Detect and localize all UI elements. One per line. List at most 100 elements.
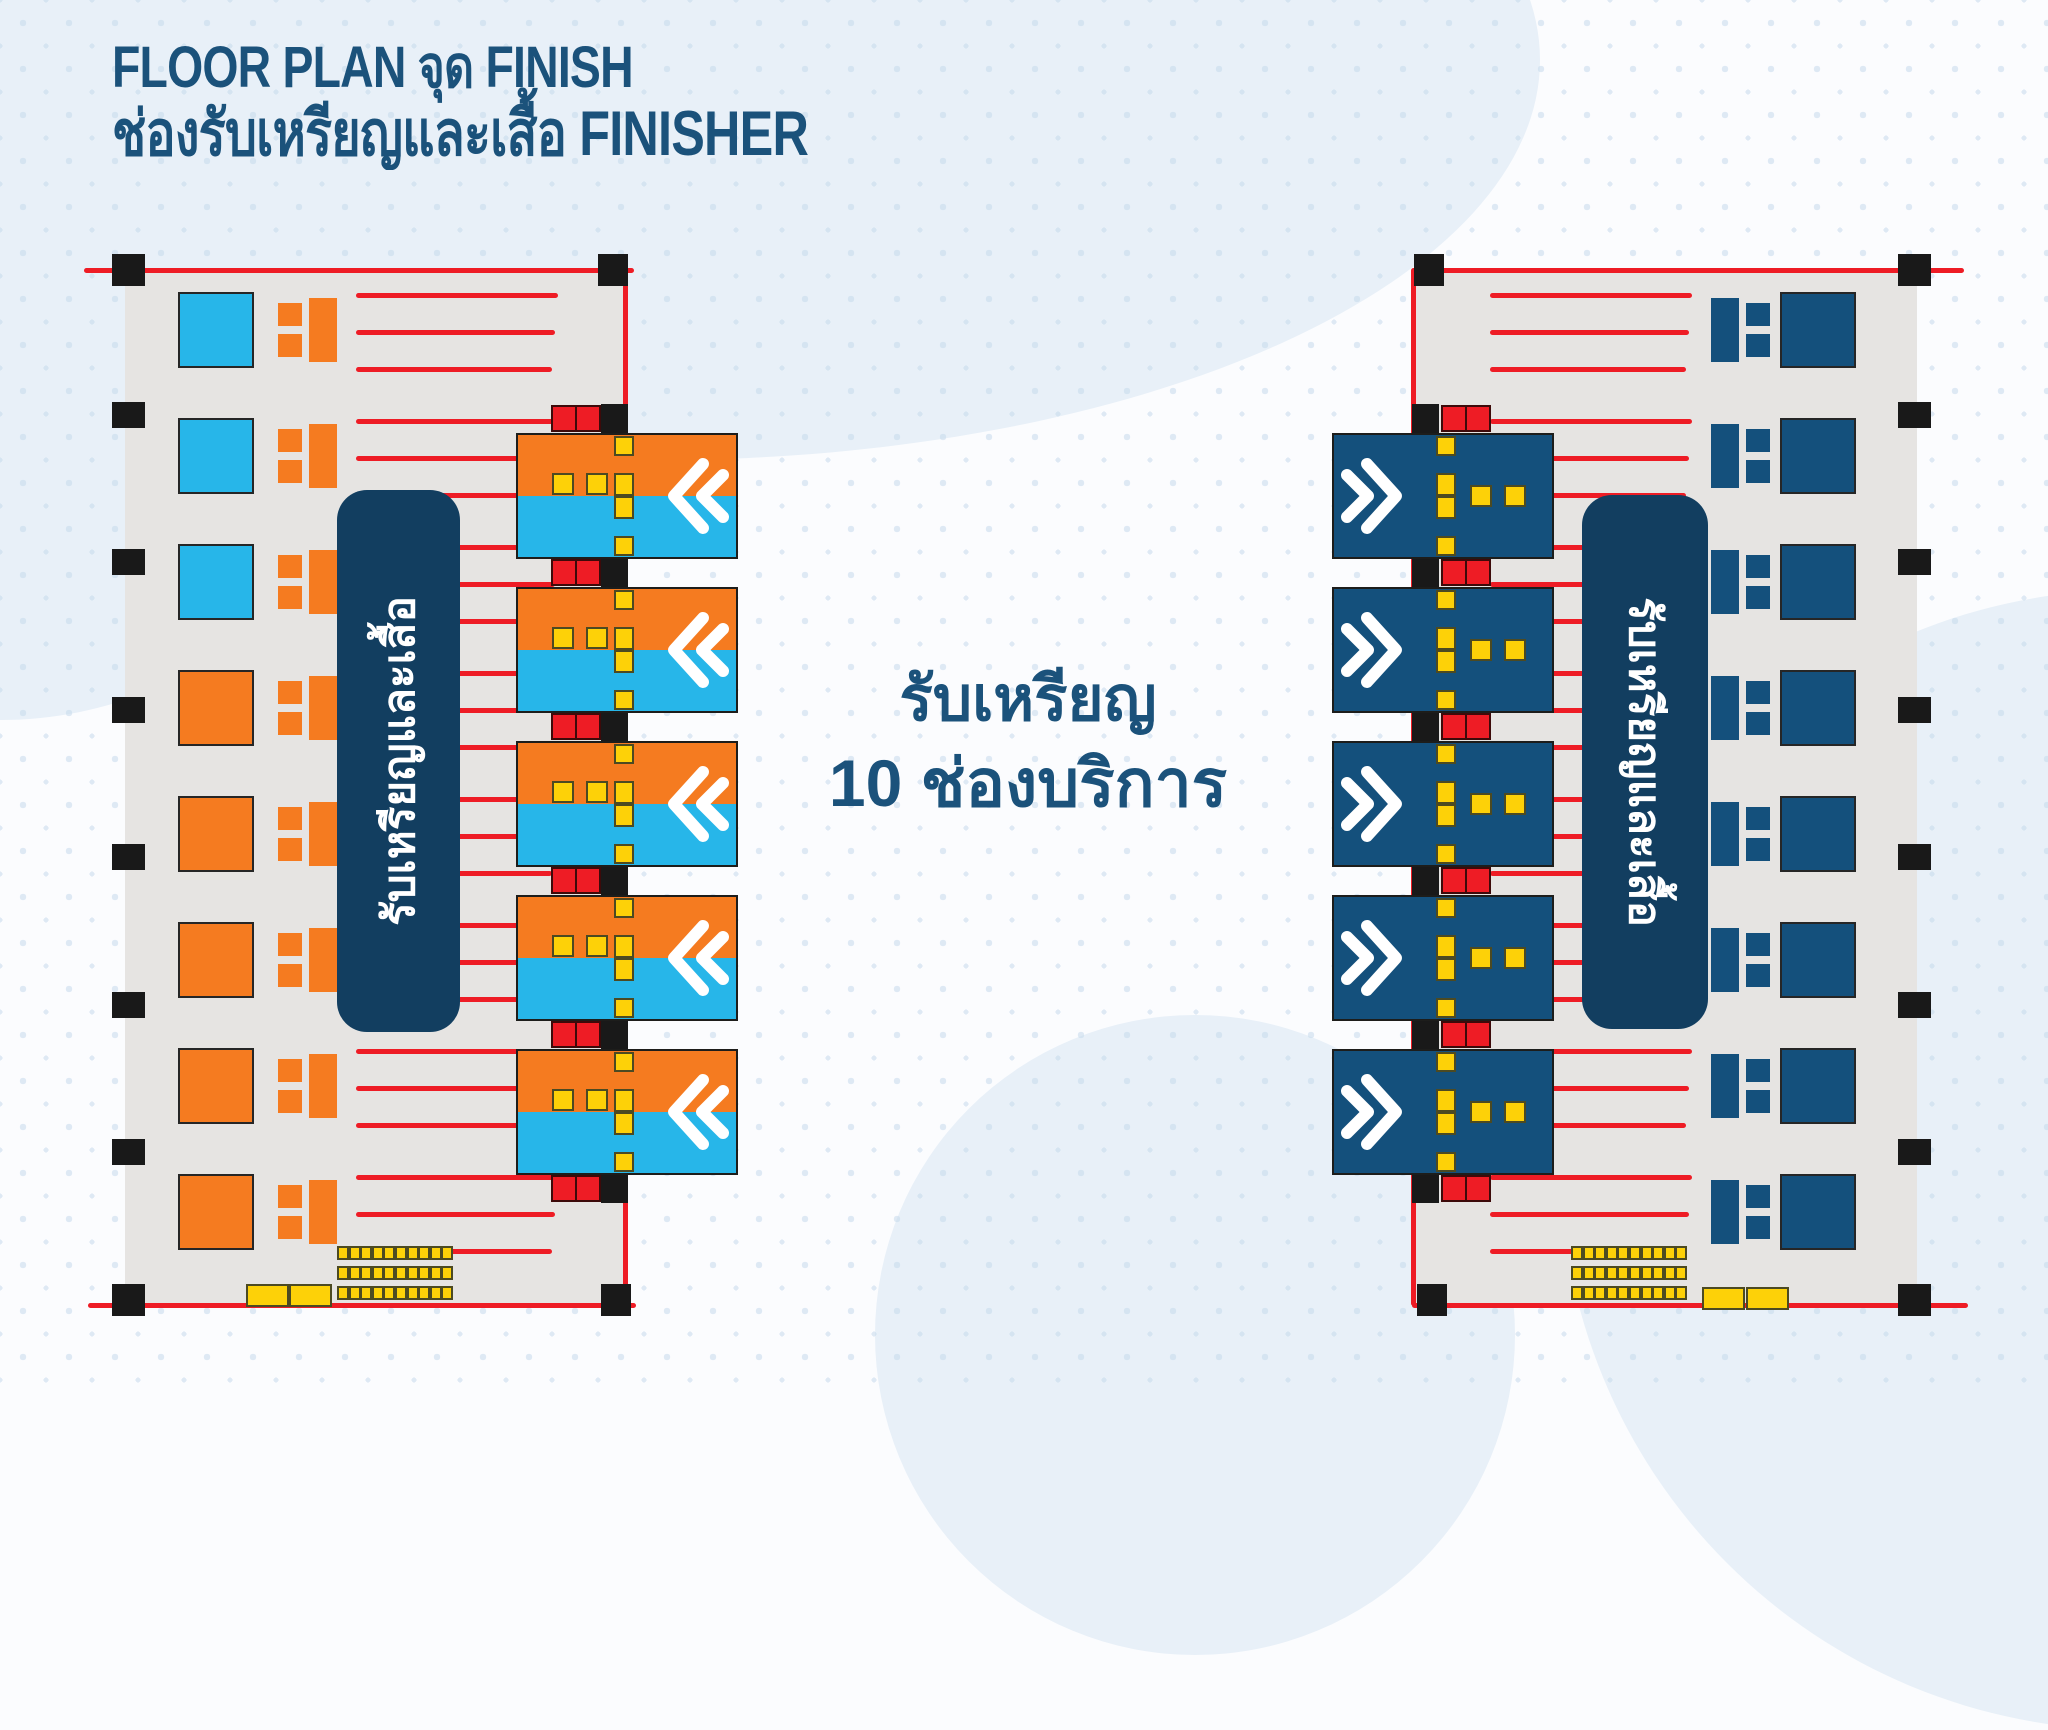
junction-red-cell xyxy=(577,407,599,430)
booth-yellow-col-right-1-0 xyxy=(1436,590,1456,610)
row-square-right-6 xyxy=(1780,1048,1856,1124)
row-tall-rect-left-6 xyxy=(309,1054,337,1118)
row-square-left-2 xyxy=(178,544,254,620)
row-square-left-5 xyxy=(178,922,254,998)
seat-grid-cell-right xyxy=(1594,1246,1607,1260)
seat-grid-cell-left xyxy=(360,1246,373,1260)
booth-yellow-col-right-1-3 xyxy=(1436,690,1456,710)
seat-grid-cell-left xyxy=(418,1266,431,1280)
row-small-square-b-right-0 xyxy=(1746,334,1770,357)
seat-grid-cell-right xyxy=(1617,1266,1630,1280)
page-title-line1: FLOOR PLAN จุด FINISH xyxy=(112,35,634,100)
booth-yellow-sq-left-4-1 xyxy=(586,1089,608,1111)
seat-grid-cell-left xyxy=(441,1246,454,1260)
row-small-square-b-left-3 xyxy=(278,712,302,735)
chevron-right-icon xyxy=(1341,458,1402,534)
seat-grid-cell-right xyxy=(1640,1266,1653,1280)
queue-line-left-6-2 xyxy=(356,1123,552,1128)
row-small-square-b-left-1 xyxy=(278,460,302,483)
corner-marker-right-0 xyxy=(1414,254,1444,286)
row-tall-rect-right-0 xyxy=(1711,298,1739,362)
queue-line-right-0-2 xyxy=(1490,367,1686,372)
row-small-square-a-right-0 xyxy=(1746,303,1770,326)
queue-line-right-0-1 xyxy=(1490,330,1689,335)
seat-grid-cell-left xyxy=(371,1266,384,1280)
junction-red-cell xyxy=(553,407,577,430)
seat-grid-cell-left xyxy=(348,1246,361,1260)
row-small-square-a-right-1 xyxy=(1746,429,1770,452)
seat-grid-cell-right xyxy=(1605,1246,1618,1260)
seat-grid-cell-right xyxy=(1571,1246,1583,1260)
junction-red-pair-left-5 xyxy=(551,1175,601,1202)
junction-red-cell xyxy=(553,1177,577,1200)
seat-grid-cell-left xyxy=(337,1266,349,1280)
seat-grid-cell-right xyxy=(1629,1286,1641,1300)
chevron-right-icon xyxy=(1341,1074,1402,1150)
booth-yellow-col-right-3-0 xyxy=(1436,898,1456,918)
junction-red-cell xyxy=(553,561,577,584)
seat-grid-cell-left xyxy=(337,1246,349,1260)
booth-yellow-col-right-0-3 xyxy=(1436,536,1456,556)
junction-black-right-4 xyxy=(1412,1020,1439,1049)
booth-yellow-col-left-3-1 xyxy=(614,935,634,958)
junction-black-left-2 xyxy=(601,712,628,741)
booth-yellow-sq-left-0-1 xyxy=(586,473,608,495)
row-small-square-a-left-0 xyxy=(278,303,302,326)
booth-yellow-col-left-0-1 xyxy=(614,473,634,496)
booth-yellow-col-right-2-1 xyxy=(1436,781,1456,804)
junction-red-cell xyxy=(1467,561,1489,584)
seat-grid-cell-right xyxy=(1571,1286,1583,1300)
survey-marker-left-5 xyxy=(112,992,145,1018)
row-square-left-3 xyxy=(178,670,254,746)
row-square-right-1 xyxy=(1780,418,1856,494)
booth-yellow-col-right-3-2 xyxy=(1436,958,1456,981)
queue-line-left-7-2 xyxy=(356,1249,552,1254)
queue-line-right-1-1 xyxy=(1490,456,1689,461)
chevron-left-icon xyxy=(668,920,729,996)
medal-shirt-banner-right: รับเหรียญและเสื้อ xyxy=(1582,495,1708,1029)
row-tall-rect-right-1 xyxy=(1711,424,1739,488)
row-small-square-a-right-2 xyxy=(1746,555,1770,578)
seat-grid-cell-right xyxy=(1640,1286,1653,1300)
row-square-left-7 xyxy=(178,1174,254,1250)
queue-line-right-6-1 xyxy=(1490,1086,1689,1091)
booth-yellow-col-left-2-3 xyxy=(614,844,634,864)
seat-grid-cell-left xyxy=(441,1266,454,1280)
booth-yellow-col-left-1-1 xyxy=(614,627,634,650)
booth-yellow-col-right-4-0 xyxy=(1436,1052,1456,1072)
queue-line-right-6-2 xyxy=(1490,1123,1686,1128)
booth-yellow-sq-left-2-1 xyxy=(586,781,608,803)
junction-red-pair-left-1 xyxy=(551,559,601,586)
row-small-square-a-left-5 xyxy=(278,933,302,956)
survey-marker-left-1 xyxy=(112,402,145,428)
page-title: FLOOR PLAN จุด FINISH ช่องรับเหรียญและเส… xyxy=(112,35,809,169)
queue-line-left-6-1 xyxy=(356,1086,555,1091)
seat-grid-cell-right xyxy=(1605,1286,1618,1300)
survey-marker-right-5 xyxy=(1898,992,1931,1018)
row-tall-rect-left-5 xyxy=(309,928,337,992)
center-note: รับเหรียญ 10 ช่องบริการ xyxy=(758,660,1298,826)
seat-grid-cell-left xyxy=(360,1286,373,1300)
row-tall-rect-left-1 xyxy=(309,424,337,488)
booth-yellow-col-left-1-2 xyxy=(614,650,634,673)
booth-yellow-col-left-3-3 xyxy=(614,998,634,1018)
bottom-yellow-table-right-1 xyxy=(1746,1287,1789,1310)
seat-grid-cell-right xyxy=(1663,1266,1676,1280)
seat-grid-cell-left xyxy=(348,1286,361,1300)
booth-yellow-sq-right-2-1 xyxy=(1504,793,1526,815)
row-small-square-b-left-4 xyxy=(278,838,302,861)
junction-black-left-4 xyxy=(601,1020,628,1049)
row-small-square-a-left-7 xyxy=(278,1185,302,1208)
seat-grid-cell-right xyxy=(1605,1266,1618,1280)
junction-red-cell xyxy=(577,1177,599,1200)
junction-black-left-1 xyxy=(601,558,628,587)
booth-yellow-col-right-2-3 xyxy=(1436,844,1456,864)
chevron-left-icon xyxy=(668,766,729,842)
junction-red-cell xyxy=(1443,715,1467,738)
seat-grid-cell-left xyxy=(337,1286,349,1300)
chevron-right-icon xyxy=(1341,766,1402,842)
junction-red-pair-right-0 xyxy=(1441,405,1491,432)
row-small-square-b-right-2 xyxy=(1746,586,1770,609)
row-square-right-4 xyxy=(1780,796,1856,872)
row-tall-rect-right-5 xyxy=(1711,928,1739,992)
